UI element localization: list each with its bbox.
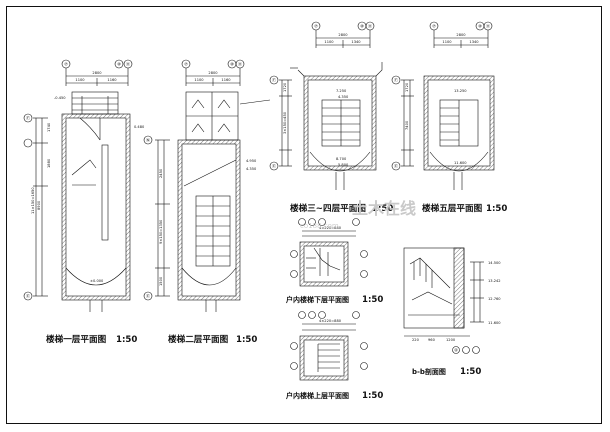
axis-label-e3: Ⓔ	[272, 163, 277, 170]
elev-s14500: 14.500	[488, 261, 501, 265]
unit-lower-plan	[290, 218, 368, 287]
axis-label-e: Ⓔ	[26, 293, 31, 300]
elev-4350: 4.350	[246, 167, 257, 171]
dim-h1880: 1880	[47, 158, 51, 168]
dim-h7400: 7400	[405, 120, 409, 130]
title-floor2: 楼梯二层平面图	[168, 333, 229, 345]
scale-section: 1:50	[460, 367, 481, 377]
dim-sub-f5b: 1340	[469, 40, 479, 44]
axis-label-e4: Ⓔ	[394, 163, 399, 170]
axis-label-f4: Ⓕ	[394, 77, 399, 84]
elev-4350b: 4.350	[338, 95, 349, 99]
dim-h11x150: 11×150=1650	[31, 187, 35, 214]
elev-s13242: 13.242	[488, 279, 501, 283]
dim-sub-f2b: 1160	[221, 78, 231, 82]
floor5-plan	[391, 21, 495, 190]
dim-h1720a: 1720	[283, 82, 287, 92]
elev-11600: 11.600	[454, 161, 467, 165]
elev-5800: 5.800	[338, 163, 349, 167]
axis-label-7b: ⑦	[184, 62, 188, 67]
title-section: b-b剖面图	[412, 367, 446, 376]
elev-m0450: -0.450	[54, 96, 66, 100]
elev-s11600: 11.600	[488, 321, 501, 325]
axis-label-7c: ⑦	[314, 24, 318, 29]
elev-13250: 13.250	[454, 89, 467, 93]
dim-h1500: 1500	[159, 276, 163, 286]
unit-upper-plan	[290, 311, 368, 381]
axis-label-f: Ⓕ	[26, 115, 31, 122]
scale-floor5: 1:50	[486, 204, 507, 214]
dim-sub-f3b: 1340	[351, 40, 361, 44]
floor1-plan	[23, 59, 133, 312]
axis-label-7d: ⑦	[432, 24, 436, 29]
dim-sub-f1b: 1160	[107, 78, 117, 82]
dim-sub-f2a: 1100	[194, 78, 204, 82]
dim-s960: 960	[428, 338, 436, 342]
dim-s220: 220	[412, 338, 420, 342]
elev-0000: ±0.000	[90, 279, 104, 283]
axis-label-11c: ⑪	[368, 23, 373, 30]
dim-top-f3: 2800	[338, 33, 348, 37]
axis-label-11: ⑪	[126, 61, 131, 68]
axis-label-10b: ⑩	[230, 62, 234, 67]
elev-4950: 4.950	[246, 159, 257, 163]
dim-sub-f3a: 1100	[324, 40, 334, 44]
title-unit-upper: 户内楼梯上层平面图	[286, 391, 349, 400]
scale-floor1: 1:50	[116, 335, 137, 345]
title-floor34: 楼梯三~四层平面图	[290, 202, 366, 214]
scale-floor2: 1:50	[236, 335, 257, 345]
dim-top-f1: 2800	[92, 71, 102, 75]
dim-unit-lower: 4×220=880	[319, 226, 342, 230]
axis-label-n: Ⓝ	[146, 137, 151, 144]
dim-sub-f1a: 1100	[75, 78, 85, 82]
floor34-plan	[269, 21, 383, 190]
elev-8700: 8.700	[336, 157, 347, 161]
scale-unit-lower: 1:50	[362, 295, 383, 305]
dim-s1200: 1200	[446, 338, 456, 342]
axis-label-10: ⑩	[117, 62, 121, 67]
title-floor5: 楼梯五层平面图	[422, 202, 483, 214]
axis-label-10d: ⑩	[478, 24, 482, 29]
title-floor1: 楼梯一层平面图	[46, 333, 107, 345]
elev-7250: 7.250	[336, 89, 347, 93]
dim-top-f2: 2800	[208, 71, 218, 75]
axis-label-f3: Ⓕ	[272, 77, 277, 84]
axis-label-e2: Ⓔ	[146, 293, 151, 300]
sheet-border	[6, 6, 602, 424]
section-bb	[403, 247, 484, 354]
axis-label-11b: ⑪	[238, 61, 243, 68]
elev-0480: 0.480	[134, 125, 145, 129]
dim-h1720b: 1720	[405, 82, 409, 92]
title-unit-lower: 户内楼梯下层平面图	[286, 295, 349, 304]
elev-s12760: 12.760	[488, 297, 501, 301]
axis-label-7: ⑦	[64, 62, 68, 67]
dim-h2450: 2450	[159, 168, 163, 178]
axis-label-10c: ⑩	[360, 24, 364, 29]
dim-h9x150: 9×150=1350	[159, 219, 163, 244]
dim-unit-upper: 4×220=880	[319, 319, 342, 323]
watermark-site: co188.com	[300, 222, 339, 230]
dim-sub-f5a: 1100	[442, 40, 452, 44]
dim-h1740: 1740	[47, 122, 51, 132]
axis-label-4s: ④	[454, 348, 458, 353]
axis-label-11d: ⑪	[486, 23, 491, 30]
watermark-brand: 土木在线	[352, 199, 416, 218]
dim-h3x150: 3×150=450	[283, 111, 287, 134]
scale-unit-upper: 1:50	[362, 391, 383, 401]
floor2-plan	[143, 59, 271, 312]
dim-h8900: 8900	[37, 200, 41, 210]
scale-floor34: 1:50	[372, 204, 393, 214]
dim-top-f5: 2800	[456, 33, 466, 37]
